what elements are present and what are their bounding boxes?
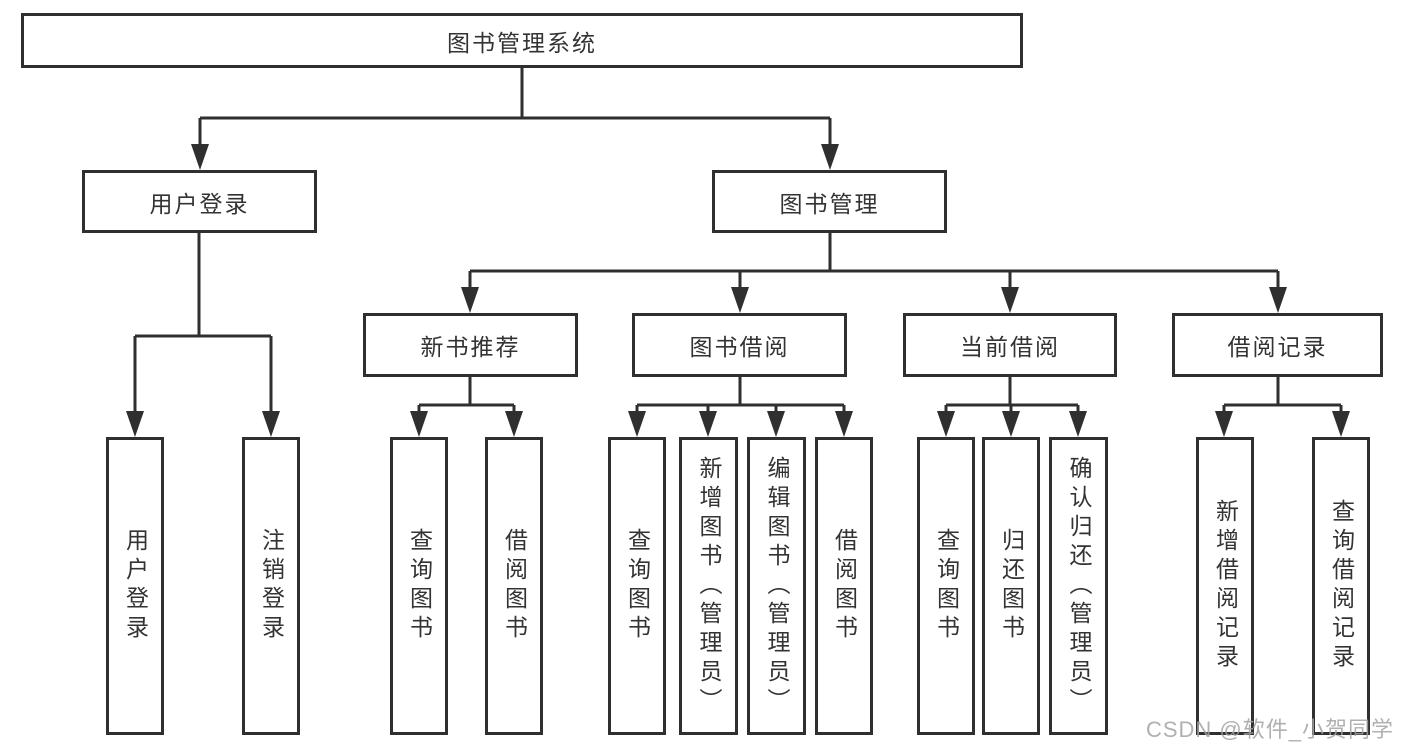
connector-bookborrow-group <box>628 377 853 437</box>
node-book-borrow: 图书借阅 <box>632 313 847 377</box>
node-current-borrow-label: 当前借阅 <box>960 334 1060 360</box>
leaf-current-return: 归还图书 <box>982 437 1040 735</box>
connector-newbook-group <box>410 377 523 437</box>
leaf-label: 归还图书 <box>998 528 1025 644</box>
leaf-label: 借阅图书 <box>831 528 858 644</box>
leaf-records-add: 新增借阅记录 <box>1196 437 1254 735</box>
leaf-label: 借阅图书 <box>501 528 528 644</box>
arrowhead <box>699 411 717 437</box>
leaf-label: 查询图书 <box>933 528 960 644</box>
leaf-label: 用户登录 <box>122 528 149 644</box>
arrowhead <box>1332 411 1350 437</box>
node-new-book-recommend: 新书推荐 <box>363 313 578 377</box>
connector-root-to-level2 <box>191 68 839 170</box>
node-book-borrow-label: 图书借阅 <box>689 334 790 360</box>
leaf-records-query: 查询借阅记录 <box>1312 437 1370 735</box>
node-borrow-records: 借阅记录 <box>1172 313 1383 377</box>
node-user-login-label: 用户登录 <box>149 190 250 217</box>
leaf-borrow-query: 查询图书 <box>608 437 666 735</box>
leaf-borrow-add-admin: 新增图书（管理员） <box>679 437 738 735</box>
arrowhead <box>410 411 428 437</box>
leaf-current-query: 查询图书 <box>917 437 975 735</box>
arrowhead <box>505 411 523 437</box>
leaf-label: 注销登录 <box>258 528 285 644</box>
node-root: 图书管理系统 <box>21 13 1023 68</box>
leaf-logout: 注销登录 <box>242 437 300 735</box>
node-root-label: 图书管理系统 <box>447 29 597 56</box>
arrowhead <box>821 144 839 170</box>
arrowhead <box>461 287 479 313</box>
leaf-user-login: 用户登录 <box>106 437 164 735</box>
node-user-login: 用户登录 <box>82 170 317 233</box>
arrowhead <box>262 411 280 437</box>
node-new-book-recommend-label: 新书推荐 <box>420 334 521 360</box>
arrowhead <box>1002 411 1020 437</box>
arrowhead <box>126 411 144 437</box>
leaf-label: 编辑图书（管理员） <box>764 455 790 717</box>
arrowhead <box>1069 411 1087 437</box>
leaf-current-confirm-admin: 确认归还（管理员） <box>1049 437 1108 735</box>
leaf-label: 确认归还（管理员） <box>1066 455 1092 717</box>
node-current-borrow: 当前借阅 <box>903 313 1117 377</box>
arrowhead <box>1001 287 1019 313</box>
leaf-label: 新增图书（管理员） <box>696 455 722 717</box>
arrowhead <box>1215 411 1233 437</box>
watermark: CSDN @软件_小贺同学 <box>1145 717 1394 742</box>
leaf-label: 查询借阅记录 <box>1328 499 1355 673</box>
leaf-label: 查询图书 <box>406 528 433 644</box>
leaf-label: 查询图书 <box>624 528 651 644</box>
connector-currentborrow-group <box>937 377 1087 437</box>
node-book-management: 图书管理 <box>712 170 947 233</box>
leaf-newbook-borrow: 借阅图书 <box>485 437 543 735</box>
leaf-label: 新增借阅记录 <box>1212 499 1239 673</box>
arrowhead <box>191 144 209 170</box>
node-borrow-records-label: 借阅记录 <box>1227 334 1328 360</box>
connector-bookmgmt-to-level3 <box>461 233 1287 313</box>
arrowhead <box>937 411 955 437</box>
arrowhead <box>1269 287 1287 313</box>
leaf-newbook-query: 查询图书 <box>390 437 448 735</box>
arrowhead <box>767 411 785 437</box>
arrowhead <box>835 411 853 437</box>
connector-userlogin-group <box>126 233 280 437</box>
arrowhead <box>628 411 646 437</box>
node-book-management-label: 图书管理 <box>779 190 880 217</box>
connector-borrowrecord-group <box>1215 377 1350 437</box>
leaf-borrow-edit-admin: 编辑图书（管理员） <box>747 437 806 735</box>
arrowhead <box>731 287 749 313</box>
leaf-borrow-borrow: 借阅图书 <box>815 437 873 735</box>
